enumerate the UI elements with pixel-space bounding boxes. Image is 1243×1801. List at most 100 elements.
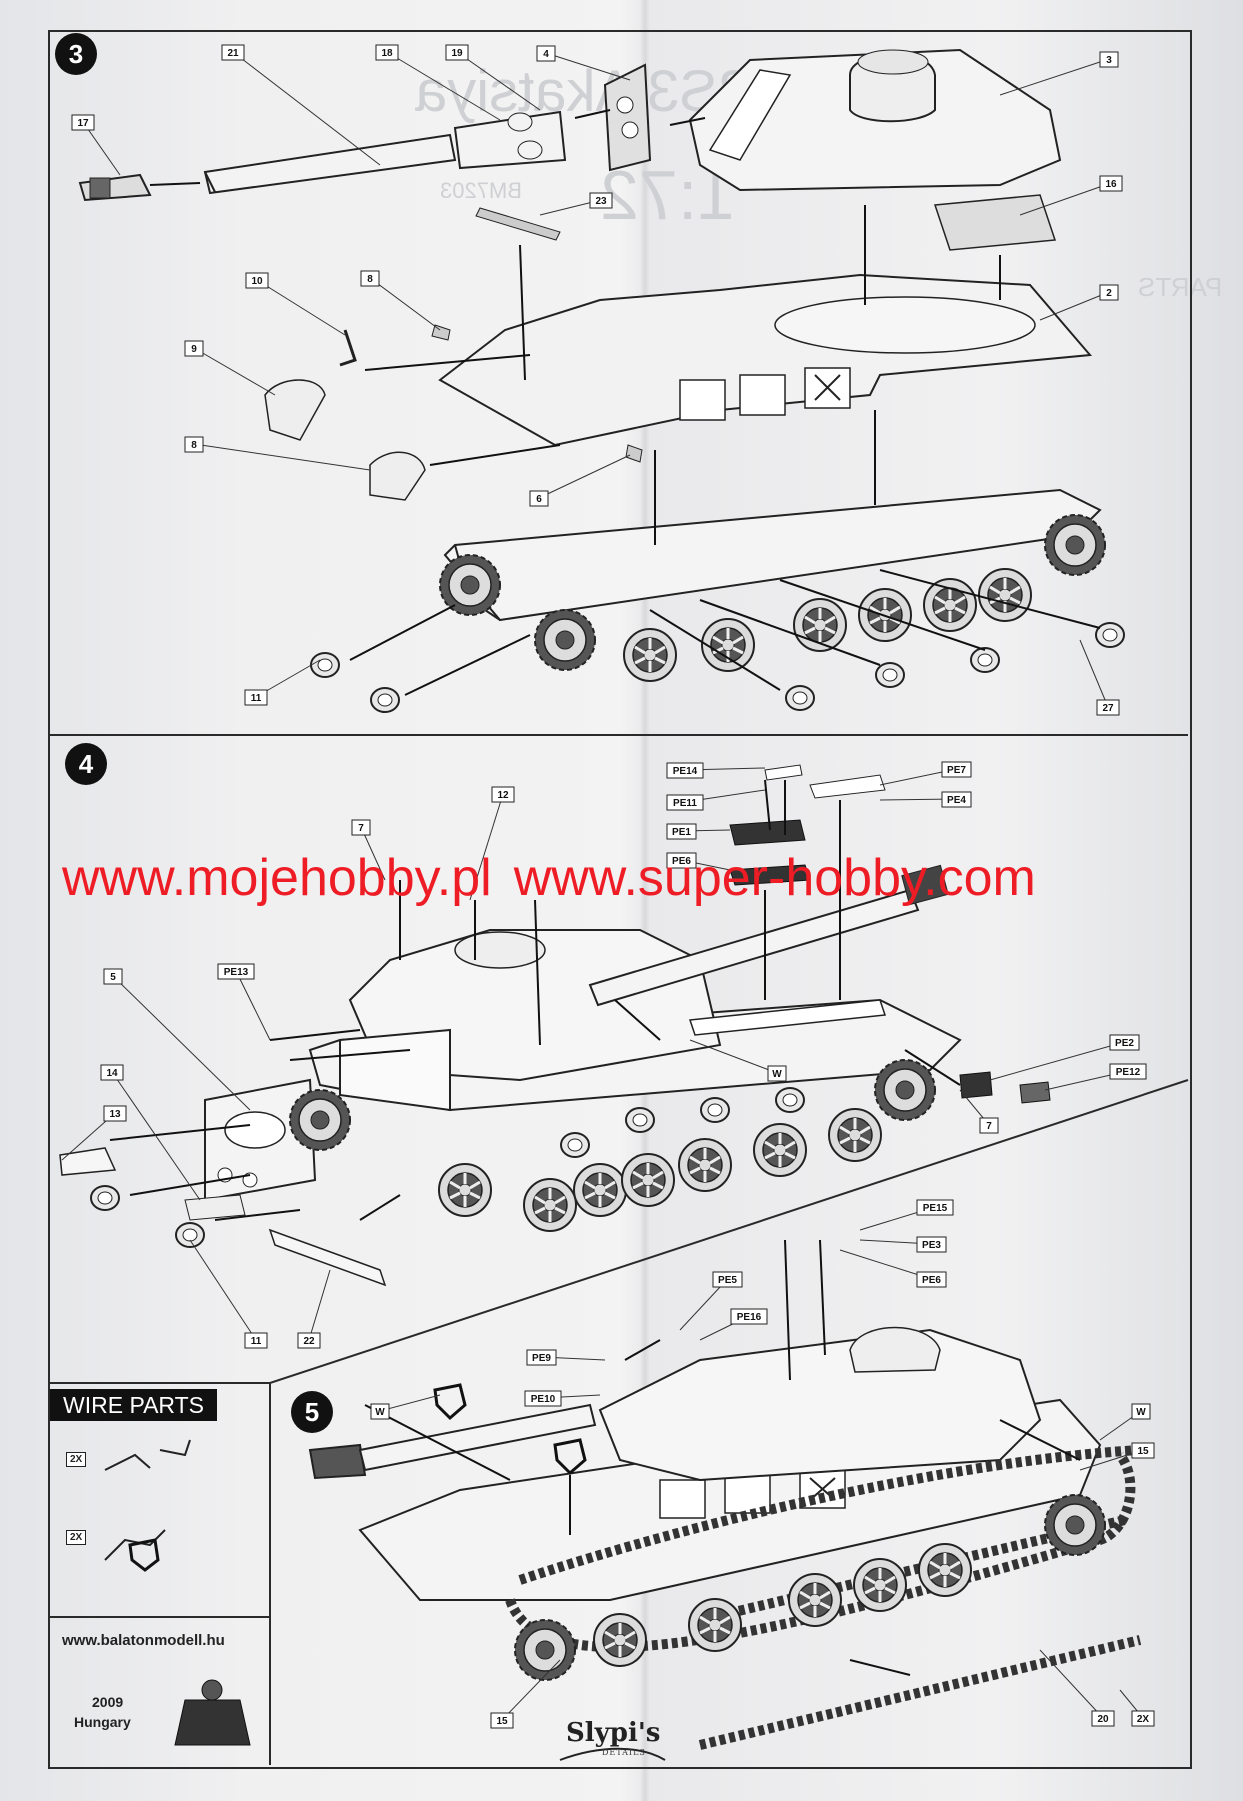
step3-part-label: 10 bbox=[245, 272, 346, 336]
wire-parts-qty-1: 2X bbox=[66, 1452, 87, 1467]
svg-text:17: 17 bbox=[77, 118, 89, 129]
step5-part-label: PE9 bbox=[526, 1349, 606, 1366]
step3-part-label: 19 bbox=[445, 44, 541, 111]
step3-part-label: 18 bbox=[375, 44, 501, 121]
step4-part-label: W bbox=[689, 1039, 787, 1082]
svg-text:4: 4 bbox=[79, 749, 94, 779]
svg-text:7: 7 bbox=[358, 823, 364, 834]
step-4-badge: 4 bbox=[65, 743, 107, 785]
svg-text:13: 13 bbox=[109, 1109, 121, 1120]
step4-part-label: PE6 bbox=[666, 852, 731, 871]
svg-text:14: 14 bbox=[106, 1068, 118, 1079]
step-3-badge: 3 bbox=[55, 33, 97, 75]
svg-text:20: 20 bbox=[1097, 1714, 1109, 1725]
step3-part-label: 17 bbox=[71, 114, 121, 176]
step4-part-label: 12 bbox=[469, 786, 515, 901]
step3-part-label: 27 bbox=[1079, 639, 1120, 716]
watermark-url-2[interactable]: www.super-hobby.com bbox=[513, 849, 1036, 907]
footer-website[interactable]: www.balatonmodell.hu bbox=[62, 1632, 225, 1649]
svg-text:12: 12 bbox=[497, 790, 509, 801]
svg-text:23: 23 bbox=[595, 196, 607, 207]
step3-part-label: 21 bbox=[221, 44, 381, 166]
watermark: www.mojehobby.pl www.super-hobby.com bbox=[62, 848, 1058, 908]
svg-text:PE6: PE6 bbox=[672, 856, 691, 867]
step4-part-label: 7 bbox=[959, 1089, 999, 1134]
svg-text:8: 8 bbox=[191, 440, 197, 451]
step4-part-label: PE1 bbox=[666, 823, 731, 840]
svg-text:5: 5 bbox=[110, 972, 116, 983]
step-5-badge: 5 bbox=[291, 1391, 333, 1433]
svg-text:PE12: PE12 bbox=[1116, 1067, 1141, 1078]
svg-text:PE10: PE10 bbox=[531, 1394, 556, 1405]
svg-text:18: 18 bbox=[381, 48, 393, 59]
step5-part-label: PE6 bbox=[839, 1249, 947, 1288]
svg-text:PE11: PE11 bbox=[673, 798, 697, 809]
svg-text:7: 7 bbox=[986, 1121, 992, 1132]
step3-part-label: 9 bbox=[184, 340, 276, 396]
svg-text:10: 10 bbox=[251, 276, 263, 287]
step5-part-label: W bbox=[1099, 1403, 1151, 1441]
brand-subtitle: DETAILS bbox=[602, 1748, 646, 1757]
svg-text:2X: 2X bbox=[1137, 1714, 1150, 1725]
step3-drawing bbox=[78, 48, 1125, 713]
wire-parts-title: WIRE PARTS bbox=[50, 1389, 217, 1421]
svg-text:15: 15 bbox=[496, 1716, 508, 1727]
svg-text:11: 11 bbox=[251, 693, 262, 704]
step4-part-label: 11 bbox=[189, 1239, 268, 1349]
watermark-url-1[interactable]: www.mojehobby.pl bbox=[62, 849, 492, 907]
svg-text:W: W bbox=[772, 1069, 782, 1080]
svg-text:PE4: PE4 bbox=[947, 795, 966, 806]
step4-part-label: 22 bbox=[297, 1269, 331, 1349]
svg-text:16: 16 bbox=[1105, 179, 1117, 190]
svg-text:3: 3 bbox=[1106, 55, 1112, 66]
svg-text:21: 21 bbox=[227, 48, 239, 59]
step5-part-label: 15 bbox=[1079, 1442, 1155, 1471]
svg-text:22: 22 bbox=[303, 1336, 315, 1347]
step4-drawing bbox=[59, 764, 1051, 1287]
step3-part-label: 23 bbox=[539, 192, 613, 216]
footer-year: 2009 bbox=[92, 1694, 124, 1710]
svg-text:4: 4 bbox=[543, 49, 549, 60]
svg-text:PE7: PE7 bbox=[947, 765, 966, 776]
svg-text:3: 3 bbox=[69, 39, 83, 69]
svg-text:PE9: PE9 bbox=[532, 1353, 551, 1364]
step4-part-label: 14 bbox=[100, 1064, 201, 1201]
svg-text:W: W bbox=[375, 1407, 385, 1418]
svg-text:PE6: PE6 bbox=[922, 1275, 941, 1286]
step5-part-label: PE16 bbox=[699, 1308, 768, 1341]
step3-part-label: 11 bbox=[244, 659, 321, 706]
svg-text:5: 5 bbox=[305, 1397, 319, 1427]
step5-part-label: PE3 bbox=[859, 1236, 947, 1253]
wire-parts-qty-2: 2X bbox=[66, 1530, 87, 1545]
step3-part-label: 4 bbox=[536, 45, 631, 81]
step4-part-label: PE11 bbox=[666, 789, 766, 811]
svg-text:19: 19 bbox=[451, 48, 463, 59]
step4-part-label: PE14 bbox=[666, 762, 766, 779]
step5-part-label: 20 bbox=[1039, 1649, 1115, 1727]
diagram-frame bbox=[48, 30, 1192, 1769]
step5-part-label: W bbox=[370, 1394, 441, 1420]
step3-part-label: 8 bbox=[360, 270, 441, 331]
svg-text:11: 11 bbox=[251, 1336, 262, 1347]
svg-text:PE1: PE1 bbox=[672, 827, 691, 838]
svg-text:8: 8 bbox=[367, 274, 373, 285]
svg-text:6: 6 bbox=[536, 494, 542, 505]
step4-part-label: PE7 bbox=[879, 761, 972, 786]
step3-part-label: 2 bbox=[1039, 284, 1119, 321]
svg-text:PE3: PE3 bbox=[922, 1240, 941, 1251]
step4-part-label: PE12 bbox=[1044, 1063, 1147, 1091]
step3-part-label: 6 bbox=[529, 454, 631, 507]
step4-part-label: PE4 bbox=[879, 791, 972, 808]
step4-part-label: 5 bbox=[103, 968, 251, 1111]
svg-text:PE15: PE15 bbox=[923, 1203, 948, 1214]
svg-text:9: 9 bbox=[191, 344, 197, 355]
step3-part-label: 3 bbox=[999, 51, 1119, 96]
brand-logo: Slypi's bbox=[566, 1718, 661, 1748]
step3-part-label: 16 bbox=[1019, 175, 1123, 216]
step5-part-label: PE10 bbox=[524, 1390, 601, 1407]
svg-text:PE16: PE16 bbox=[737, 1312, 762, 1323]
step5-drawing bbox=[104, 1239, 1142, 1761]
step4-part-label: PE2 bbox=[989, 1034, 1140, 1081]
svg-text:PE2: PE2 bbox=[1115, 1038, 1134, 1049]
